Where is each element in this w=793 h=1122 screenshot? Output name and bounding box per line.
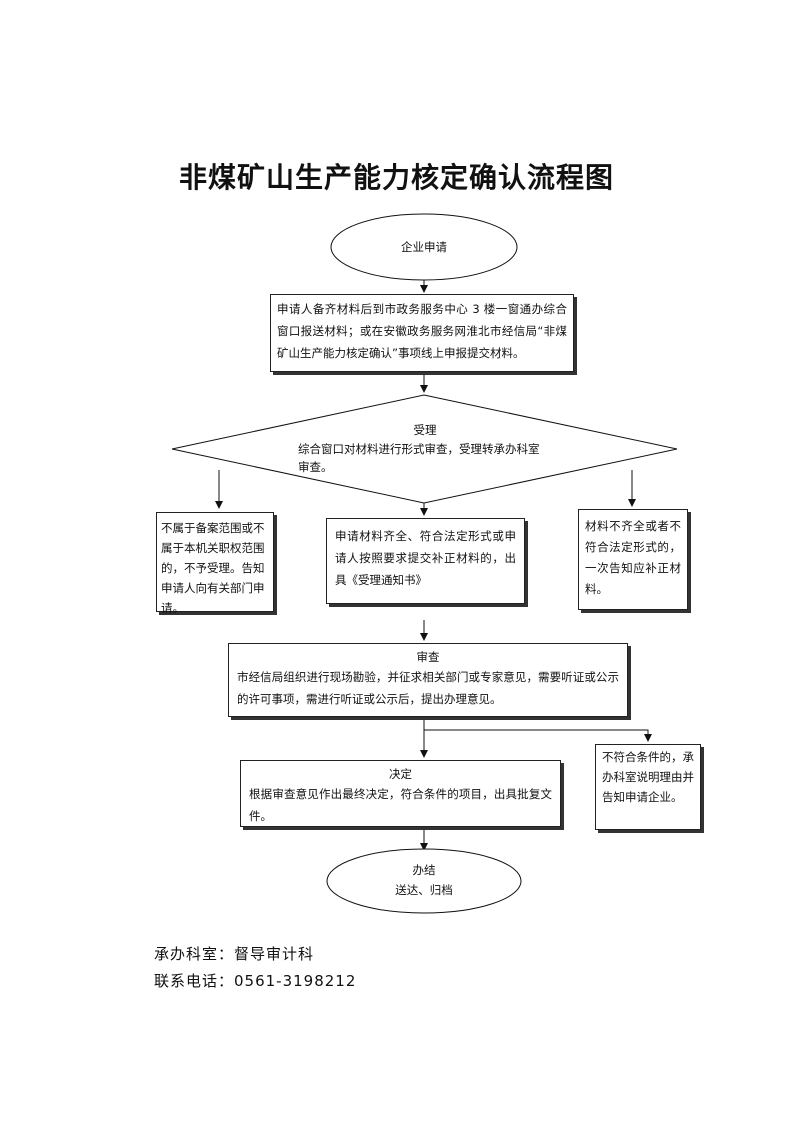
supplement-right-box: 材料不齐全或者不符合法定形式的，一次告知应补正材料。: [578, 509, 688, 610]
accept-desc: 综合窗口对材料进行形式审查，受理转承办科室审查。: [298, 442, 540, 474]
accept-mid-text: 申请材料齐全、符合法定形式或申请人按照要求提交补正材料的，出具《受理通知书》: [335, 529, 516, 587]
reject-left-box: 不属于备案范围或不属于本机关职权范围的，不予受理。告知申请人向有关部门申请。: [156, 512, 274, 615]
end-desc: 送达、归档: [395, 883, 453, 897]
page-title: 非煤矿山生产能力核定确认流程图: [178, 161, 614, 194]
arrow-review-to-reject: [424, 729, 652, 742]
decision-text: 根据审查意见作出最终决定，符合条件的项目，出具批复文件。: [249, 787, 552, 823]
accept-title: 受理: [413, 423, 437, 437]
apply-text: 申请人备齐材料后到市政务服务中心 3 楼一窗通办综合窗口报送材料；或在安徽政务服…: [277, 302, 567, 360]
accept-mid-box: 申请材料齐全、符合法定形式或申请人按照要求提交补正材料的，出具《受理通知书》: [326, 518, 525, 604]
end-title: 办结: [412, 863, 436, 877]
reject-left-text: 不属于备案范围或不属于本机关职权范围的，不予受理。告知申请人向有关部门申请。: [161, 521, 265, 615]
footer-dept: 承办科室：督导审计科: [154, 945, 315, 963]
review-text: 市经信局组织进行现场勘验，并征求相关部门或专家意见，需要听证或公示的许可事项，需…: [237, 670, 619, 706]
review-box: 审查 市经信局组织进行现场勘验，并征求相关部门或专家意见，需要听证或公示的许可事…: [228, 643, 628, 717]
end-ellipse: [326, 848, 522, 914]
apply-box: 申请人备齐材料后到市政务服务中心 3 楼一窗通办综合窗口报送材料；或在安徽政务服…: [270, 294, 574, 372]
decision-title: 决定: [389, 767, 412, 781]
reject-final-text: 不符合条件的，承办科室说明理由并告知申请企业。: [602, 750, 694, 804]
supplement-right-text: 材料不齐全或者不符合法定形式的，一次告知应补正材料。: [585, 519, 681, 596]
decision-box: 决定 根据审查意见作出最终决定，符合条件的项目，出具批复文件。: [240, 760, 561, 827]
start-label: 企业申请: [401, 240, 447, 254]
review-title: 审查: [416, 650, 440, 664]
footer-phone: 联系电话：0561-3198212: [154, 972, 357, 990]
reject-final-box: 不符合条件的，承办科室说明理由并告知申请企业。: [595, 744, 701, 830]
